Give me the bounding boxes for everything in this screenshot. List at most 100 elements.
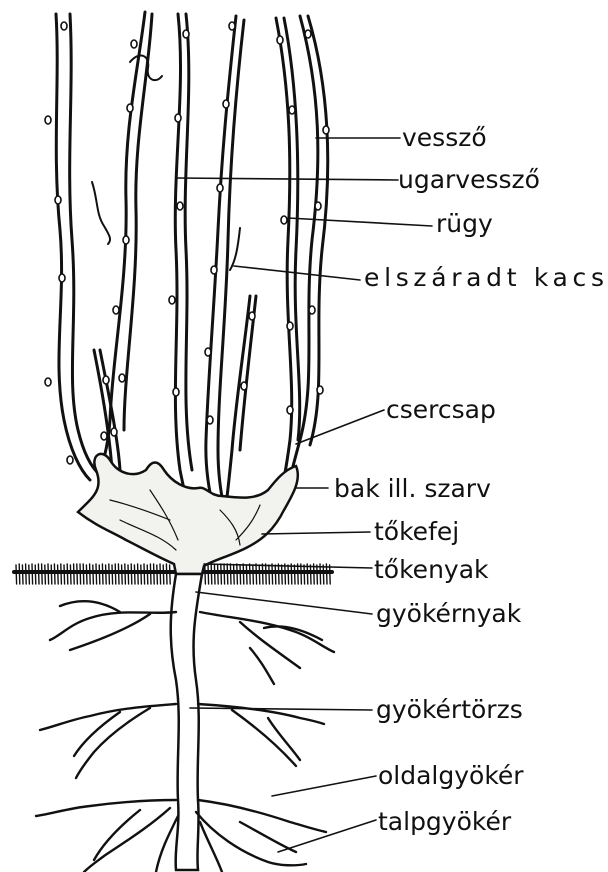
- grass-hatch-mark: [160, 564, 161, 584]
- grass-hatch-mark: [150, 564, 151, 584]
- bud-mark: [223, 100, 229, 108]
- bud-mark: [249, 312, 255, 320]
- grass-hatch-mark: [272, 564, 273, 584]
- grass-hatch-mark: [67, 564, 68, 584]
- root-base-right: [198, 800, 326, 832]
- grass-hatch-mark: [16, 565, 17, 584]
- bud-mark: [111, 428, 117, 436]
- canes: [56, 12, 328, 515]
- grass-hatch-mark: [275, 565, 276, 584]
- labels: vessző ugarvessző rügy elszáradt kacs cs…: [334, 123, 604, 836]
- bud-mark: [315, 202, 321, 210]
- grass-hatch-mark: [278, 564, 279, 584]
- grass-hatch-mark: [163, 565, 164, 584]
- grass-hatch-mark: [83, 564, 84, 584]
- root-mid-left: [40, 704, 176, 730]
- grass-hatch-mark: [102, 564, 103, 584]
- grass-hatch-mark: [48, 564, 49, 584]
- grass-hatch-mark: [214, 564, 215, 584]
- bud-mark: [305, 30, 311, 38]
- leader-kacs: [234, 266, 360, 280]
- grass-hatch-mark: [74, 564, 75, 584]
- bud-mark: [113, 306, 119, 314]
- cane-1b: [70, 14, 100, 475]
- grass-hatch-mark: [170, 565, 171, 584]
- grass-hatch-mark: [259, 565, 260, 584]
- label-oldalgyoker: oldalgyökér: [378, 761, 524, 790]
- bud-mark: [177, 202, 183, 210]
- grass-hatch-mark: [240, 565, 241, 584]
- root-base-left: [36, 800, 176, 816]
- bud-mark: [205, 348, 211, 356]
- bud-mark: [183, 30, 189, 38]
- bud-mark: [281, 216, 287, 224]
- bud-mark: [287, 322, 293, 330]
- grass-hatch-mark: [134, 565, 135, 584]
- bud-mark: [173, 388, 179, 396]
- leader-oldalgyoker: [272, 776, 376, 796]
- tendril-3: [230, 228, 240, 270]
- bud-mark: [55, 196, 61, 204]
- label-gyokertorzs: gyökértörzs: [376, 695, 523, 724]
- label-rugy: rügy: [436, 209, 493, 238]
- leader-gyokernyak: [196, 592, 372, 614]
- cane-6b: [308, 16, 328, 445]
- bud-mark: [317, 386, 323, 394]
- grass-hatch-mark: [99, 565, 100, 584]
- grass-hatch-mark: [38, 564, 39, 584]
- grass-hatch-mark: [115, 564, 116, 584]
- grass-hatch-mark: [61, 564, 62, 584]
- grass-hatch-mark: [77, 564, 78, 584]
- label-ugarvesszo: ugarvessző: [398, 165, 540, 194]
- grass-hatch-mark: [96, 564, 97, 584]
- bud-mark: [287, 406, 293, 414]
- bud-mark: [67, 456, 73, 464]
- bud-mark: [207, 416, 213, 424]
- grass-hatch-mark: [144, 564, 145, 584]
- grass-hatch-mark: [227, 564, 228, 584]
- grass-hatch-mark: [250, 564, 251, 584]
- bud-mark: [289, 106, 295, 114]
- grass-hatch-mark: [230, 564, 231, 584]
- bud-mark: [169, 296, 175, 304]
- grass-hatch-mark: [118, 564, 119, 584]
- leader-csercsap: [296, 410, 384, 444]
- bud-mark: [45, 116, 51, 124]
- grass-hatch-mark: [93, 565, 94, 584]
- label-vesszo: vessző: [402, 123, 487, 152]
- grass-hatch-mark: [234, 565, 235, 584]
- bud-mark: [103, 376, 109, 384]
- grass-hatch-mark: [330, 565, 331, 584]
- grass-hatch-mark: [122, 565, 123, 584]
- bud-mark: [127, 104, 133, 112]
- grass-hatch-mark: [208, 564, 209, 584]
- grass-hatch-mark: [32, 564, 33, 584]
- label-tokenyak: tőkenyak: [374, 555, 489, 584]
- grass-hatch-mark: [51, 565, 52, 584]
- ugar-cane: [226, 296, 250, 505]
- grass-hatch-mark: [323, 565, 324, 584]
- grass-hatch-mark: [246, 565, 247, 584]
- leader-ugarvesszo: [176, 178, 398, 180]
- grass-hatch-mark: [243, 564, 244, 584]
- grass-hatch-mark: [317, 565, 318, 584]
- label-gyokernyak: gyökérnyak: [376, 599, 522, 628]
- grass-hatch-mark: [141, 565, 142, 584]
- tendril-2: [92, 182, 110, 244]
- leader-rugy: [288, 218, 432, 226]
- ground-surface: [14, 564, 332, 584]
- bud-mark: [131, 40, 137, 48]
- bud-mark: [45, 378, 51, 386]
- grass-hatch-mark: [269, 565, 270, 584]
- grass-hatch-mark: [70, 565, 71, 584]
- grass-hatch-mark: [221, 564, 222, 584]
- grass-hatch-mark: [128, 565, 129, 584]
- label-elszaradt-kacs: elszáradt kacs: [364, 263, 604, 292]
- grass-hatch-mark: [35, 565, 36, 584]
- bud-mark: [217, 184, 223, 192]
- bud-mark: [59, 274, 65, 282]
- bud-mark: [175, 114, 181, 122]
- grass-hatch-mark: [58, 565, 59, 584]
